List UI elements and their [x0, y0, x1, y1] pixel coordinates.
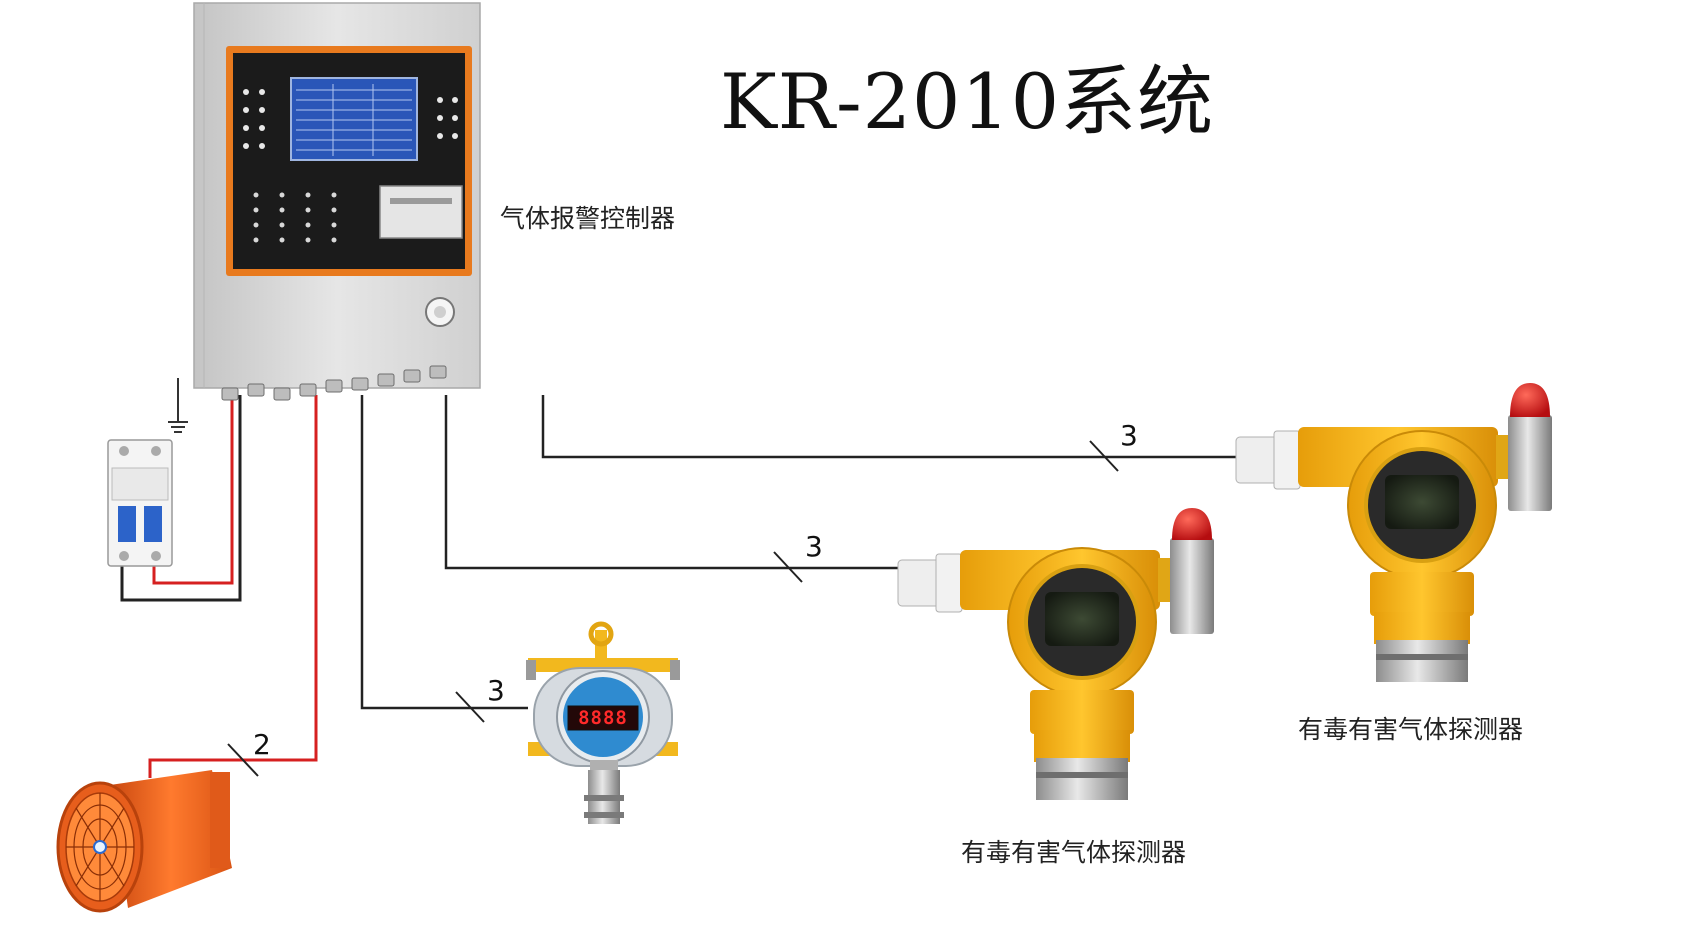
detector-1-wire-slash	[773, 551, 803, 583]
small-detector-display	[567, 705, 639, 731]
cable-glands	[221, 365, 447, 401]
gas-alarm-controller	[193, 2, 481, 401]
detector-2-screen	[1385, 475, 1459, 529]
fan-wire-slash	[227, 743, 259, 777]
breaker-wire-black	[120, 395, 242, 602]
toxic-gas-detector-1	[897, 508, 1214, 800]
controller-indicator-leds	[243, 89, 458, 149]
breaker-wire-red	[152, 395, 234, 585]
detector-2-wire-count: 3	[1120, 419, 1138, 452]
fan-wire-count: 2	[253, 728, 271, 761]
small-detector-wire	[360, 395, 528, 710]
circuit-breaker	[107, 439, 173, 567]
detector-label-2: 有毒有害气体探测器	[1298, 715, 1524, 744]
detector-2-wire	[541, 395, 1238, 459]
small-gas-detector	[526, 621, 680, 824]
detector-2-wire-slash	[1089, 440, 1119, 472]
exhaust-fan	[56, 770, 232, 913]
channel-led-grid	[253, 192, 337, 243]
small-detector-wire-slash	[455, 691, 485, 723]
wiring	[120, 378, 1238, 778]
controller-label: 气体报警控制器	[500, 204, 676, 233]
ground-symbol	[168, 378, 188, 433]
fan-wire	[148, 395, 318, 778]
small-detector-wire-count: 3	[487, 674, 505, 707]
printer-slot	[379, 185, 463, 239]
diagram-title: KR-2010系统	[720, 57, 1215, 146]
detector-1-screen	[1045, 592, 1119, 646]
detector-1-wire-count: 3	[805, 530, 823, 563]
detector-1-wire	[444, 395, 900, 570]
toxic-gas-detector-2	[1235, 383, 1552, 682]
detector-label-1: 有毒有害气体探测器	[961, 838, 1187, 867]
controller-screen	[290, 77, 418, 161]
small-detector-readout: 8888	[578, 707, 628, 729]
